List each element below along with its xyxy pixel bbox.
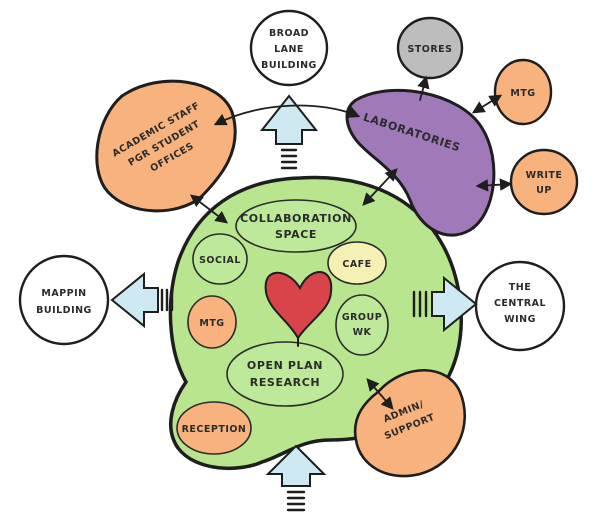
left-arrow [110, 271, 174, 329]
central-wing-label-2: CENTRAL [494, 298, 546, 309]
reception-node: RECEPTION [176, 401, 252, 455]
stores-node: STORES [396, 16, 464, 80]
broad-lane-label-1: BROAD [269, 28, 309, 39]
mtg-outer-node: MTG [493, 58, 553, 126]
open-plan-research-node: OPEN PLAN RESEARCH [226, 341, 344, 407]
central-wing-label-1: THE [509, 282, 531, 293]
lab-writeup-connector [475, 178, 513, 192]
lab-mtg-connector [471, 94, 503, 114]
academic-staff-node: ACADEMIC STAFF PGR STUDENT OFFICES [95, 79, 237, 213]
open-plan-label-2: RESEARCH [250, 376, 320, 389]
mappin-label-2: BUILDING [36, 305, 92, 316]
write-up-node: WRITE UP [509, 148, 579, 216]
group-wk-label-1: GROUP [342, 312, 382, 323]
social-label: SOCIAL [199, 255, 241, 266]
stores-label: STORES [407, 44, 452, 55]
collaboration-space-node: COLLABORATION SPACE [235, 199, 357, 253]
mtg-outer-label: MTG [510, 88, 535, 99]
reception-label: RECEPTION [182, 424, 247, 435]
mtg-inner-node: MTG [187, 295, 237, 349]
central-wing-node: THE CENTRAL WING [474, 260, 566, 352]
social-node: SOCIAL [192, 233, 248, 285]
academic-hub-connector [189, 194, 229, 224]
cafe-node: CAFE [327, 241, 387, 285]
broad-lane-node: BROAD LANE BUILDING [249, 9, 329, 87]
collaboration-label-1: COLLABORATION [240, 212, 352, 225]
academic-lab-connector [213, 104, 361, 126]
up-arrow-bottom [265, 444, 327, 512]
heart-icon [264, 271, 333, 347]
mappin-building-node: MAPPIN BUILDING [18, 254, 110, 346]
group-wk-node: GROUP WK [335, 294, 389, 356]
write-up-label-2: UP [536, 185, 552, 196]
cafe-label: CAFE [342, 259, 371, 270]
laboratories-node: LABORATORIES [345, 88, 496, 237]
broad-lane-label-2: LANE [274, 44, 304, 55]
hub-admin-connector [366, 378, 394, 410]
mtg-inner-label: MTG [199, 318, 224, 329]
lab-hub-connector [362, 168, 398, 206]
lab-stores-connector [417, 75, 430, 101]
write-up-label-1: WRITE [526, 170, 563, 181]
collaboration-label-2: SPACE [275, 228, 317, 241]
group-wk-label-2: WK [353, 327, 372, 338]
right-arrow [412, 275, 478, 333]
mappin-label-1: MAPPIN [41, 288, 86, 299]
central-wing-label-3: WING [504, 314, 536, 325]
open-plan-label-1: OPEN PLAN [247, 359, 323, 372]
broad-lane-label-3: BUILDING [261, 60, 317, 71]
